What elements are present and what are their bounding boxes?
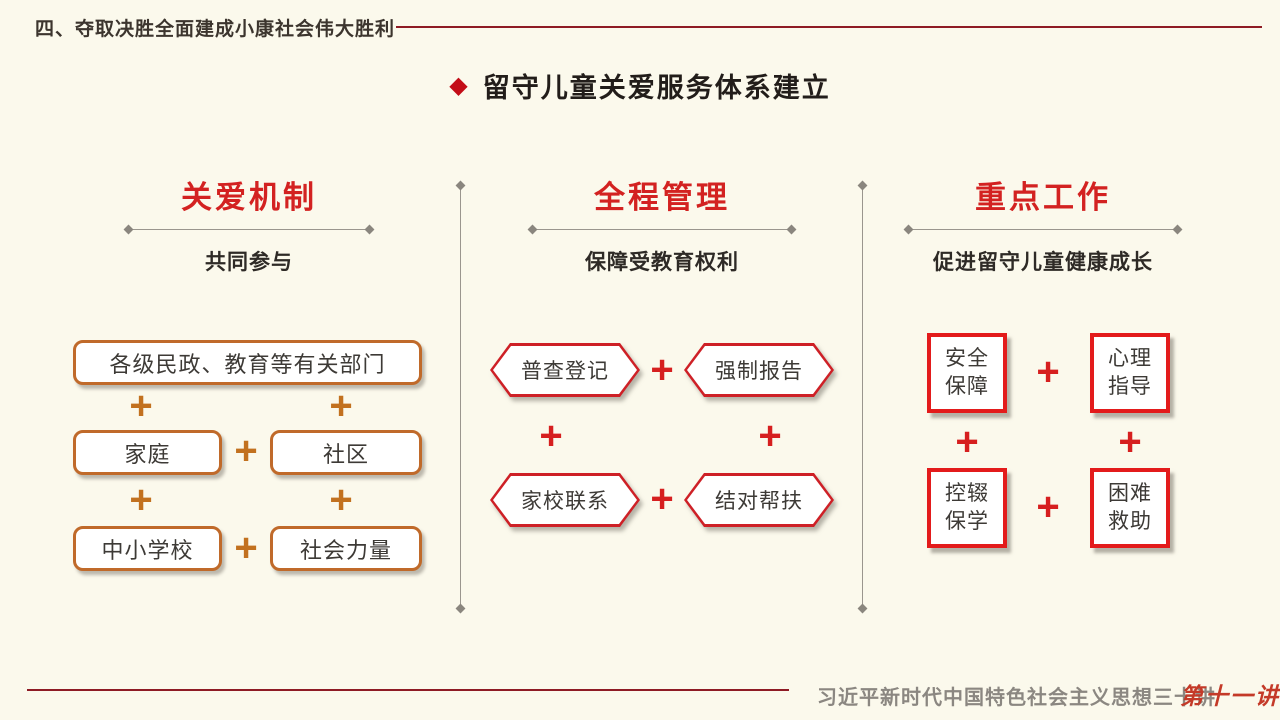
- column-subtitle: 保障受教育权利: [585, 251, 739, 274]
- footer-series-title: 习近平新时代中国特色社会主义思想三十讲: [817, 687, 1216, 709]
- square-label: 安全保障: [945, 346, 989, 398]
- plus-icon: +: [329, 384, 353, 428]
- column-title: 重点工作: [975, 180, 1111, 215]
- square-safety-protection: 安全保障: [927, 333, 1007, 413]
- plus-icon: +: [539, 414, 563, 458]
- hexagon-shape: 结对帮扶: [684, 473, 834, 527]
- hex-home-school-contact: 家校联系: [490, 473, 640, 527]
- hex-mandatory-reporting: 强制报告: [684, 343, 834, 397]
- section-header: 四、夺取决胜全面建成小康社会伟大胜利: [35, 19, 396, 40]
- column-head-key-work: 重点工作 促进留守儿童健康成长: [890, 172, 1196, 276]
- plus-icon: +: [650, 348, 674, 392]
- top-divider-line: [396, 26, 1262, 28]
- diamond-end-rule: [129, 229, 369, 230]
- diamond-bullet-icon: ◆: [449, 71, 468, 99]
- footer-lecture-number: 第十一讲: [1180, 683, 1280, 710]
- box-family: 家庭: [73, 430, 222, 475]
- square-label: 控辍保学: [945, 481, 989, 533]
- hex-label: 强制报告: [715, 360, 803, 383]
- box-primary-secondary-schools: 中小学校: [73, 526, 222, 571]
- box-departments: 各级民政、教育等有关部门: [73, 340, 422, 385]
- hex-pairing-assistance: 结对帮扶: [684, 473, 834, 527]
- column-title: 全程管理: [594, 180, 730, 215]
- square-dropout-control: 控辍保学: [927, 468, 1007, 548]
- plus-icon: +: [1036, 350, 1060, 394]
- square-psychological-guidance: 心理指导: [1090, 333, 1170, 413]
- hex-label: 普查登记: [521, 360, 609, 383]
- plus-icon: +: [1036, 485, 1060, 529]
- square-label: 心理指导: [1108, 346, 1152, 398]
- hexagon-shape: 普查登记: [490, 343, 640, 397]
- plus-icon: +: [129, 384, 153, 428]
- hexagon-shape: 家校联系: [490, 473, 640, 527]
- column-divider: [460, 186, 461, 608]
- hexagon-shape: 强制报告: [684, 343, 834, 397]
- hex-label: 家校联系: [521, 490, 609, 513]
- square-hardship-relief: 困难救助: [1090, 468, 1170, 548]
- plus-icon: +: [234, 526, 258, 570]
- plus-icon: +: [758, 414, 782, 458]
- column-subtitle: 促进留守儿童健康成长: [933, 251, 1153, 274]
- plus-icon: +: [1118, 420, 1142, 464]
- column-title: 关爱机制: [181, 180, 317, 215]
- box-community: 社区: [270, 430, 422, 475]
- column-divider: [862, 186, 863, 608]
- page-title: 留守儿童关爱服务体系建立: [482, 73, 831, 103]
- box-social-forces: 社会力量: [270, 526, 422, 571]
- hex-census-registration: 普查登记: [490, 343, 640, 397]
- diamond-end-rule: [533, 229, 791, 230]
- diamond-end-rule: [909, 229, 1177, 230]
- column-subtitle: 共同参与: [205, 251, 293, 274]
- footer-divider-line: [27, 689, 789, 691]
- plus-icon: +: [955, 420, 979, 464]
- plus-icon: +: [650, 477, 674, 521]
- plus-icon: +: [329, 478, 353, 522]
- plus-icon: +: [129, 478, 153, 522]
- column-head-care-mechanism: 关爱机制 共同参与: [66, 172, 432, 276]
- main-title: ◆ 留守儿童关爱服务体系建立: [0, 66, 1280, 105]
- column-head-whole-process-management: 全程管理 保障受教育权利: [484, 172, 840, 276]
- hex-label: 结对帮扶: [715, 490, 803, 513]
- square-label: 困难救助: [1108, 481, 1152, 533]
- plus-icon: +: [234, 429, 258, 473]
